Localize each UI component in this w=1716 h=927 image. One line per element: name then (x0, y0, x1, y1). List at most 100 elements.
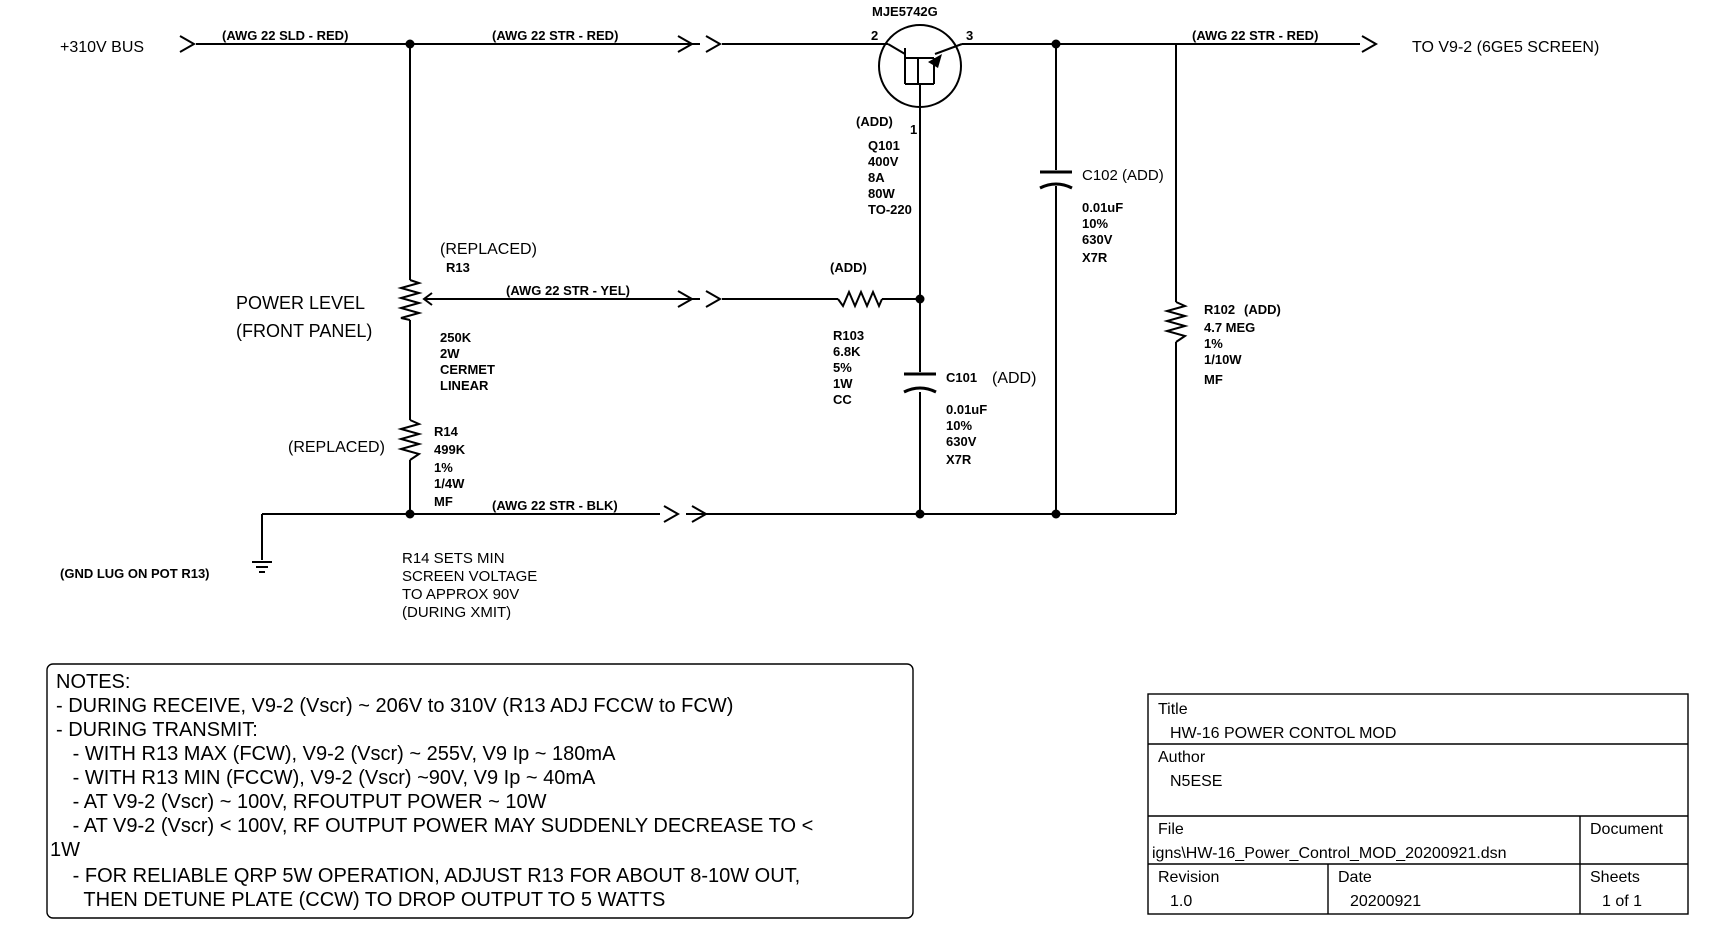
q101-pin-2: 2 (871, 28, 878, 43)
revision-value: 1.0 (1170, 893, 1192, 910)
ground-lug-label: (GND LUG ON POT R13) (60, 566, 210, 581)
c101-capacitor-symbol (903, 372, 937, 394)
junction-top-c102 (1051, 39, 1061, 49)
r13-note: (REPLACED) (440, 241, 537, 258)
notes-text: NOTES: - DURING RECEIVE, V9-2 (Vscr) ~ 2… (50, 671, 813, 911)
title-block: Title HW-16 POWER CONTOL MOD Author N5ES… (1147, 693, 1689, 915)
r102-ref: R102 (1204, 302, 1235, 317)
c101-ref: C101 (946, 370, 977, 385)
r103-spec: 1W (833, 376, 853, 391)
connector-arrow-top-2 (705, 35, 723, 53)
r103-spec: CC (833, 392, 852, 407)
r13-potentiometer-symbol (397, 279, 433, 321)
document-label: Document (1590, 821, 1663, 838)
notes-line: - DURING TRANSMIT: (56, 719, 258, 741)
connector-arrow-out (1361, 35, 1379, 53)
date-value: 20200921 (1350, 893, 1421, 910)
r13-label-line: (FRONT PANEL) (236, 321, 372, 341)
r13-spec: 2W (440, 346, 460, 361)
r13-label-line: POWER LEVEL (236, 293, 365, 313)
c101-specs: 0.01uF 10% 630V X7R (946, 402, 987, 467)
q101-pin-3: 3 (966, 28, 973, 43)
r14-spec: MF (434, 494, 453, 509)
file-value: igns\HW-16_Power_Control_MOD_20200921.ds… (1152, 845, 1507, 862)
notes-line: - AT V9-2 (Vscr) < 100V, RF OUTPUT POWER… (56, 815, 813, 837)
r13-spec: LINEAR (440, 378, 489, 393)
connector-arrow-blk-2 (691, 505, 709, 523)
c101-spec: X7R (946, 452, 972, 467)
wire-label-str-blk: (AWG 22 STR - BLK) (492, 498, 618, 513)
connector-arrow-yel-1 (677, 290, 695, 308)
r103-spec: 6.8K (833, 344, 861, 359)
r14-note-line: TO APPROX 90V (402, 586, 519, 603)
r102-spec: 4.7 MEG (1204, 320, 1255, 335)
output-net-label: TO V9-2 (6GE5 SCREEN) (1412, 39, 1599, 56)
connector-arrows (179, 35, 1379, 523)
r102-specs: 4.7 MEG 1% 1/10W MF (1204, 320, 1255, 387)
wire-label-str-red-2: (AWG 22 STR - RED) (1192, 28, 1318, 43)
r102-spec: 1/10W (1204, 352, 1242, 367)
r14-spec: 1% (434, 460, 453, 475)
r102-resistor-symbol (1163, 301, 1189, 343)
q101-spec: TO-220 (868, 202, 912, 217)
r103-note: (ADD) (830, 260, 867, 275)
q101-transistor-symbol (878, 24, 963, 132)
connector-arrow-yel-2 (705, 290, 723, 308)
q101-spec: 400V (868, 154, 899, 169)
r103-spec: 5% (833, 360, 852, 375)
author-label: Author (1158, 749, 1206, 766)
wire-label-str-red-1: (AWG 22 STR - RED) (492, 28, 618, 43)
r14-spec: R14 (434, 424, 459, 439)
c102-capacitor-symbol (1039, 170, 1073, 190)
c102-spec: 10% (1082, 216, 1108, 231)
r14-note: (REPLACED) (288, 439, 385, 456)
file-label: File (1158, 821, 1184, 838)
c102-spec: 0.01uF (1082, 200, 1123, 215)
c102-specs: 0.01uF 10% 630V X7R (1082, 200, 1123, 265)
notes-line: - FOR RELIABLE QRP 5W OPERATION, ADJUST … (56, 865, 800, 887)
wire-label-sld-red: (AWG 22 SLD - RED) (222, 28, 348, 43)
r14-resistor-symbol (397, 419, 423, 461)
c101-spec: 0.01uF (946, 402, 987, 417)
r103-specs: R103 6.8K 5% 1W CC (833, 328, 864, 407)
junction-bottom-c101 (915, 509, 925, 519)
c102-spec: 630V (1082, 232, 1113, 247)
q101-spec: 80W (868, 186, 895, 201)
r14-note-line: R14 SETS MIN (402, 550, 505, 567)
junction-base (915, 294, 925, 304)
junction-bottom-c102 (1051, 509, 1061, 519)
ground-symbol (252, 561, 272, 573)
q101-arrow-icon (928, 54, 942, 68)
q101-note: (ADD) (856, 114, 893, 129)
notes-line: - DURING RECEIVE, V9-2 (Vscr) ~ 206V to … (56, 695, 733, 717)
q101-spec: 8A (868, 170, 885, 185)
q101-spec: Q101 (868, 138, 900, 153)
title-label: Title (1158, 701, 1188, 718)
connector-arrow-blk-1 (663, 505, 681, 523)
notes-line: THEN DETUNE PLATE (CCW) TO DROP OUTPUT T… (56, 889, 665, 911)
r102-spec: MF (1204, 372, 1223, 387)
author-value: N5ESE (1170, 773, 1222, 790)
notes-line: - WITH R13 MAX (FCW), V9-2 (Vscr) ~ 255V… (56, 743, 616, 765)
wire-label-str-yel: (AWG 22 STR - YEL) (506, 283, 630, 298)
r102-note: (ADD) (1244, 302, 1281, 317)
q101-part-label: MJE5742G (872, 4, 938, 19)
title-value: HW-16 POWER CONTOL MOD (1170, 725, 1396, 742)
c101-spec: 630V (946, 434, 977, 449)
r102-spec: 1% (1204, 336, 1223, 351)
notes-line: - WITH R13 MIN (FCCW), V9-2 (Vscr) ~90V,… (56, 767, 596, 789)
r14-setpoint-note: R14 SETS MIN SCREEN VOLTAGE TO APPROX 90… (402, 550, 537, 621)
r103-resistor-symbol (837, 289, 883, 309)
bus-in-label: +310V BUS (60, 39, 144, 56)
connector-arrow-top-1 (677, 35, 695, 53)
r14-specs: R14 499K 1% 1/4W MF (434, 424, 466, 509)
q101-pin-1: 1 (910, 122, 917, 137)
date-label: Date (1338, 869, 1372, 886)
wire-network (196, 43, 1360, 560)
r14-note-line: SCREEN VOLTAGE (402, 568, 537, 585)
notes-line: 1W (50, 839, 80, 861)
r13-ref: R13 (446, 260, 470, 275)
notes-line: NOTES: (56, 671, 130, 693)
r14-spec: 1/4W (434, 476, 465, 491)
